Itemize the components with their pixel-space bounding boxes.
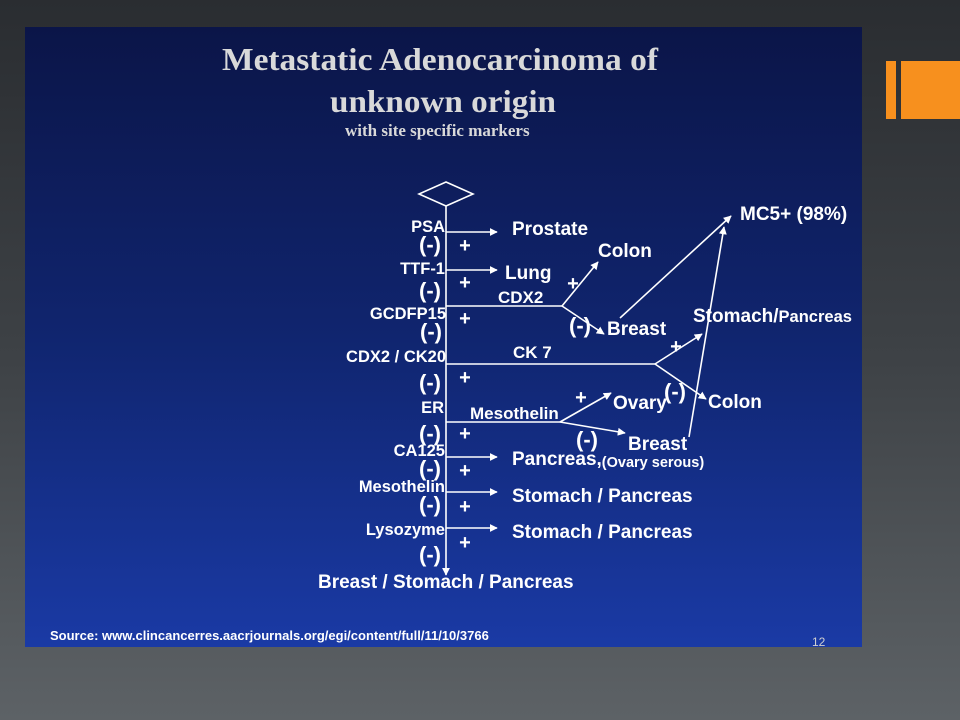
positive-sign: +: [670, 336, 682, 358]
marker-er: ER: [421, 399, 444, 417]
positive-sign: +: [459, 235, 471, 257]
result-colon-ck7: Colon: [708, 392, 762, 413]
slide-panel: [25, 27, 862, 647]
result-mc5: MC5+ (98%): [740, 204, 847, 225]
result-prostate: Prostate: [512, 219, 588, 240]
marker-cdx2-ck20: CDX2 / CK20: [346, 348, 446, 366]
page-number: 12: [812, 635, 826, 649]
branch-label-cdx2: CDX2: [498, 288, 543, 307]
start-diamond: [417, 181, 475, 207]
positive-sign: +: [459, 272, 471, 294]
result-stomach: Stomach/: [693, 306, 779, 327]
arrow-mesothelin-breast: [559, 421, 626, 436]
result-breast: Breast: [607, 319, 667, 340]
slide-title-line1: Metastatic Adenocarcinoma of: [222, 41, 658, 77]
negative-sign: (-): [569, 313, 591, 338]
result-all-negative: Breast / Stomach / Pancreas: [318, 572, 574, 593]
arrow-ck7-stomach: [654, 333, 703, 365]
accent-block: [901, 61, 960, 119]
result-ovary: Ovary: [613, 393, 667, 414]
positive-sign: +: [567, 273, 579, 295]
positive-sign: +: [575, 387, 587, 409]
result-pancreas-ovary: Pancreas,(Ovary serous): [512, 449, 704, 471]
arrow-cdx2-breast: [561, 305, 605, 335]
arrow-breast-mc5: [619, 215, 732, 319]
negative-sign: (-): [419, 232, 441, 257]
marker-lysozyme: Lysozyme: [366, 521, 445, 539]
marker-ttf1: TTF-1: [400, 260, 445, 278]
positive-sign: +: [459, 367, 471, 389]
positive-sign: +: [459, 423, 471, 445]
arrow-cdx2-colon: [561, 261, 599, 307]
source-citation: Source: www.clincancerres.aacrjournals.o…: [50, 628, 489, 643]
negative-sign: (-): [419, 542, 441, 567]
negative-sign: (-): [419, 370, 441, 395]
positive-sign: +: [459, 496, 471, 518]
arrow-breast2-mc5: [688, 226, 727, 438]
result-lung: Lung: [505, 263, 551, 284]
result-breast-mesothelin: Breast: [628, 434, 688, 455]
result-colon: Colon: [598, 241, 652, 262]
branch-label-ck7: CK 7: [513, 343, 552, 362]
negative-sign: (-): [419, 278, 441, 303]
arrow-ck7-colon: [654, 363, 707, 400]
positive-sign: +: [459, 532, 471, 554]
result-ovary-serous-note: (Ovary serous): [602, 455, 705, 471]
result-pancreas-small: Pancreas: [779, 308, 852, 326]
result-stomach-pancreas-ck7: Stomach/Pancreas: [693, 306, 852, 327]
positive-sign: +: [459, 308, 471, 330]
branch-label-mesothelin: Mesothelin: [470, 404, 559, 423]
result-pancreas: Pancreas,: [512, 449, 602, 470]
marker-mesothelin: Mesothelin: [359, 478, 445, 496]
arrow-mesothelin-ovary: [559, 392, 612, 423]
result-stomach-pancreas: Stomach / Pancreas: [512, 522, 693, 543]
slide-subtitle: with site specific markers: [345, 121, 530, 140]
marker-gcdfp15: GCDFP15: [370, 305, 446, 323]
negative-sign: (-): [419, 492, 441, 517]
negative-sign: (-): [664, 379, 686, 404]
positive-sign: +: [459, 460, 471, 482]
negative-sign: (-): [420, 319, 442, 344]
result-stomach-pancreas: Stomach / Pancreas: [512, 486, 693, 507]
negative-sign: (-): [419, 421, 441, 446]
negative-sign: (-): [576, 427, 598, 452]
marker-ca125: CA125: [394, 442, 445, 460]
slide-title-line2: unknown origin: [330, 83, 556, 119]
negative-sign: (-): [419, 456, 441, 481]
marker-psa: PSA: [411, 218, 445, 236]
accent-bar-thin: [886, 61, 896, 119]
